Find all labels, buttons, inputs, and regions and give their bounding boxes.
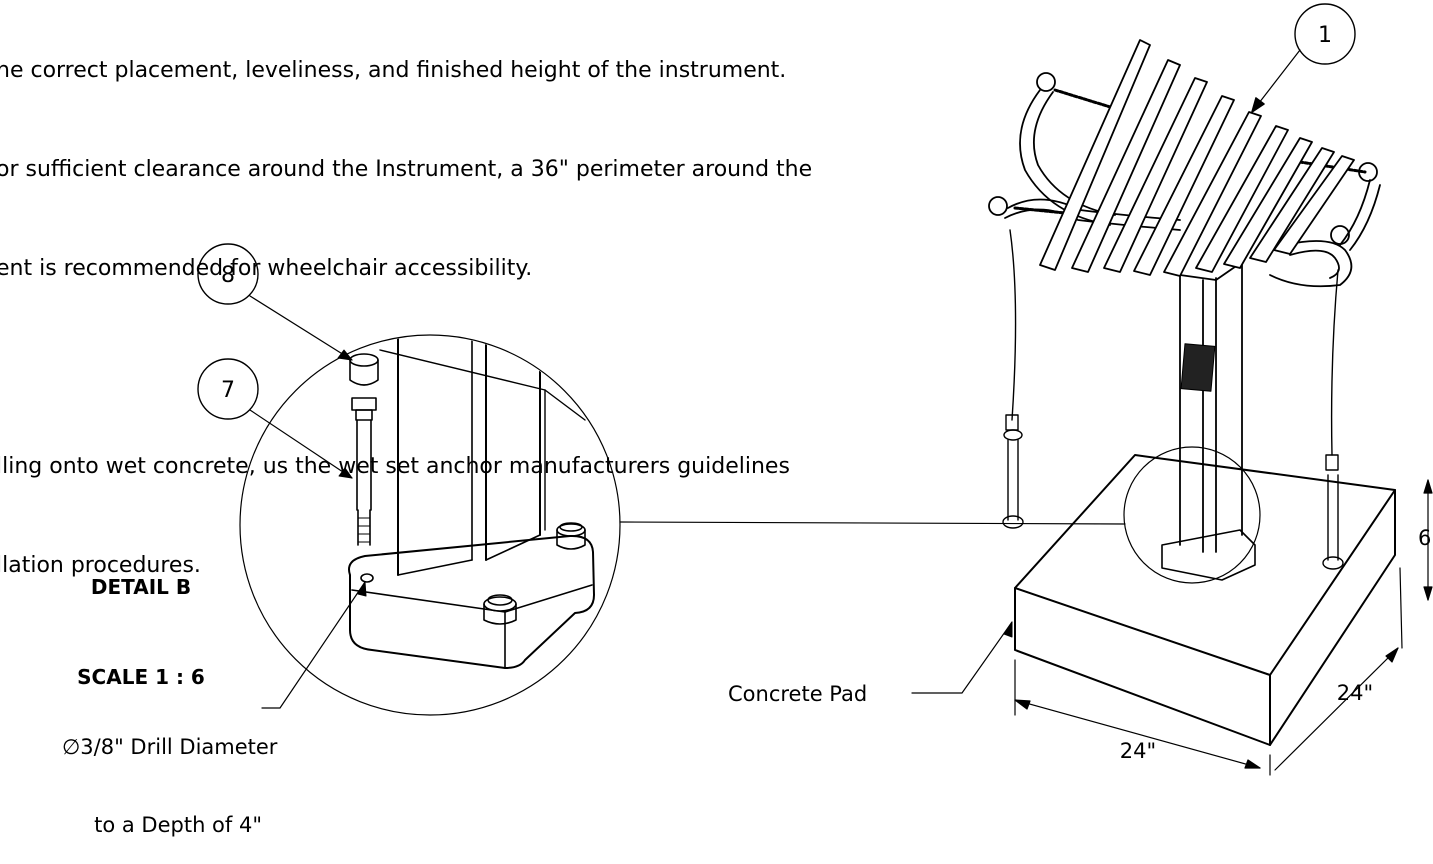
instrument-post — [1179, 261, 1243, 553]
drill-callout: ∅3/8" Drill Diameter to a Depth of 4" — [62, 682, 278, 864]
pad-leader — [911, 621, 1013, 694]
note-line: ent is recommended for wheelchair access… — [0, 256, 533, 281]
dimension-height — [1423, 479, 1433, 601]
anchor-cap-front — [483, 594, 517, 625]
mallet-left — [1002, 229, 1024, 529]
balloon-8 — [197, 243, 259, 305]
anchor-cap-back — [556, 522, 586, 550]
balloon-1 — [1294, 3, 1356, 65]
drill-hole — [360, 573, 374, 583]
drill-leader — [261, 581, 366, 709]
frame-tubes — [988, 72, 1381, 288]
detail-b-label: DETAIL B SCALE 1 : 6 — [36, 512, 246, 722]
detail-post-assembly — [348, 336, 595, 669]
detail-title: DETAIL B — [90, 575, 192, 599]
balloon-7 — [197, 358, 259, 420]
detail-circle — [239, 334, 621, 716]
dimension-front-width — [1014, 659, 1271, 776]
base-plate — [348, 534, 595, 669]
note-line: or sufficient clearance around the Instr… — [0, 157, 813, 182]
detail-scale: SCALE 1 : 6 — [77, 665, 205, 689]
balloon-1-number: 1 — [1318, 23, 1332, 48]
detail-b-marker — [1123, 446, 1261, 584]
instrument-main-view — [988, 39, 1396, 746]
dimension-side-width-label: 24" — [1337, 681, 1373, 705]
drill-callout-line1: ∅3/8" Drill Diameter — [62, 735, 278, 759]
note-line: lling onto wet concrete, us the wet set … — [0, 454, 790, 479]
note-line: ne correct placement, leveliness, and fi… — [0, 58, 787, 83]
balloon-7-number: 7 — [221, 378, 235, 403]
leader-8 — [249, 295, 353, 361]
xylophone-bars — [1039, 39, 1355, 277]
balloon-8-number: 8 — [221, 263, 235, 288]
drill-callout-line2: to a Depth of 4" — [94, 813, 262, 837]
technical-drawing: 1 8 7 24" 24" 6" — [197, 3, 1433, 776]
detail-leader-line — [619, 521, 1126, 525]
note-line: llation procedures. — [0, 553, 201, 578]
installation-notes: ne correct placement, leveliness, and fi… — [0, 0, 812, 615]
concrete-pad-label: Concrete Pad — [728, 682, 868, 706]
mallet-right — [1322, 269, 1344, 570]
note-line — [0, 351, 812, 384]
dimension-height-label: 6" — [1418, 526, 1433, 550]
concrete-pad — [1014, 454, 1396, 746]
dimension-side-width — [1274, 567, 1403, 771]
leader-7 — [249, 409, 353, 479]
anchor-bolt — [351, 397, 377, 546]
info-plaque — [1180, 343, 1216, 392]
dimension-front-width-label: 24" — [1120, 739, 1156, 763]
detail-b-view — [239, 334, 1126, 716]
